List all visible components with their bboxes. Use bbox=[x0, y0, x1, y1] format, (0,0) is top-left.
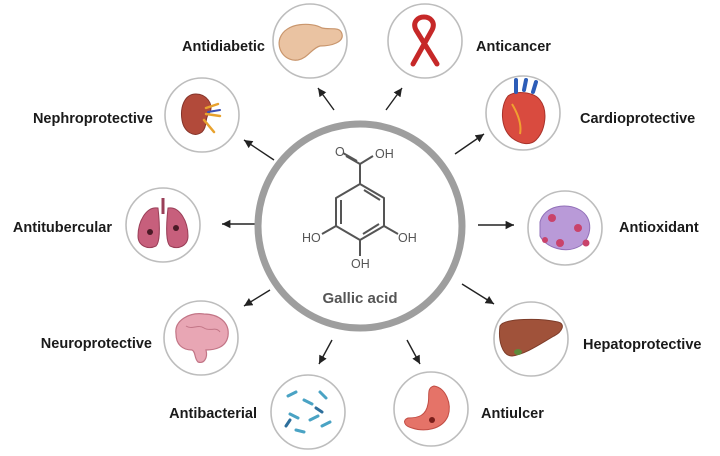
lungs-icon bbox=[137, 198, 189, 249]
node-anticancer: Anticancer bbox=[387, 3, 551, 79]
carboxyl-o-label: O bbox=[335, 145, 345, 159]
ribbon-icon bbox=[410, 14, 440, 67]
oh-left-label: HO bbox=[302, 231, 321, 245]
node-antibacterial: Antibacterial bbox=[169, 374, 346, 450]
bacteria-icon bbox=[284, 390, 332, 434]
node-antioxidant: Antioxidant bbox=[527, 190, 699, 266]
label-neuroprotective: Neuroprotective bbox=[41, 336, 152, 352]
label-nephroprotective: Nephroprotective bbox=[33, 111, 153, 127]
label-cardioprotective: Cardioprotective bbox=[580, 111, 695, 127]
label-antibacterial: Antibacterial bbox=[169, 406, 257, 422]
oh-right-label: OH bbox=[398, 231, 417, 245]
node-neuroprotective: Neuroprotective bbox=[41, 300, 239, 376]
arrow-antidiabetic bbox=[317, 87, 335, 111]
label-antioxidant: Antioxidant bbox=[619, 220, 699, 236]
arrow-anticancer bbox=[385, 87, 403, 111]
arrow-neuroprotective bbox=[243, 289, 271, 307]
label-antiulcer: Antiulcer bbox=[481, 406, 544, 422]
arrow-hepatoprotective bbox=[461, 283, 495, 305]
liver-icon bbox=[499, 318, 563, 357]
label-antitubercular: Antitubercular bbox=[13, 220, 112, 236]
arrows bbox=[222, 87, 514, 365]
arrow-antibacterial bbox=[318, 339, 333, 365]
kidney-icon bbox=[181, 93, 222, 135]
cell-icon bbox=[539, 205, 591, 251]
arrow-cardioprotective bbox=[454, 133, 485, 155]
pancreas-icon bbox=[278, 23, 343, 61]
carboxyl-oh-label: OH bbox=[375, 147, 394, 161]
oh-bottom-label: OH bbox=[351, 257, 370, 271]
center-molecule: O OH HO OH OH Gallic acid bbox=[254, 120, 466, 332]
center-circle bbox=[254, 120, 466, 332]
node-antitubercular: Antitubercular bbox=[13, 187, 201, 263]
arrow-nephroprotective bbox=[243, 139, 275, 161]
label-anticancer: Anticancer bbox=[476, 39, 551, 55]
heart-icon bbox=[502, 78, 546, 145]
stomach-icon bbox=[404, 385, 450, 431]
label-hepatoprotective: Hepatoprotective bbox=[583, 337, 701, 353]
arrow-antiulcer bbox=[406, 339, 421, 365]
node-cardioprotective: Cardioprotective bbox=[485, 75, 695, 151]
brain-icon bbox=[175, 313, 229, 363]
label-antidiabetic: Antidiabetic bbox=[182, 39, 265, 55]
node-nephroprotective: Nephroprotective bbox=[33, 77, 240, 153]
center-label: Gallic acid bbox=[322, 290, 397, 307]
node-hepatoprotective: Hepatoprotective bbox=[493, 301, 701, 377]
node-antiulcer: Antiulcer bbox=[393, 371, 544, 447]
benzene-ring bbox=[321, 152, 399, 256]
node-antidiabetic: Antidiabetic bbox=[182, 3, 348, 79]
